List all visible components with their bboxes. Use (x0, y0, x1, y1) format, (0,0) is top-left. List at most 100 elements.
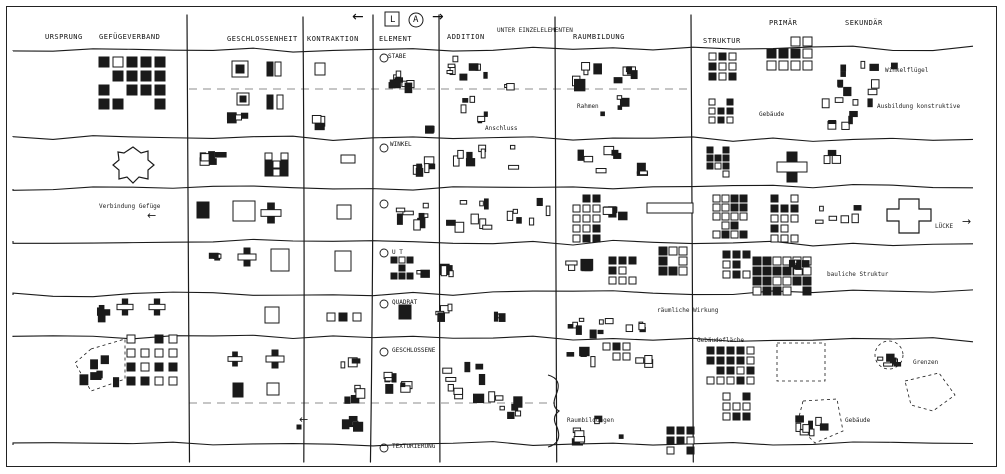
sketch-block (582, 63, 590, 71)
note-row3-left: Verbindung Gefüge (99, 203, 160, 210)
sketch-block (155, 349, 163, 357)
sketch-block (414, 220, 420, 230)
sketch-block (500, 406, 504, 410)
sketch-block (470, 96, 475, 102)
sketch-block (603, 343, 610, 350)
sketch-block (791, 61, 800, 70)
sketch-block (743, 413, 750, 420)
sketch-block (771, 235, 778, 242)
sketch-block (155, 57, 165, 67)
sketch-block (753, 287, 761, 295)
star-outline (113, 147, 154, 183)
sketch-block (733, 403, 740, 410)
sketch-block (781, 205, 788, 212)
sketch-block (617, 96, 621, 100)
sketch-block (483, 225, 492, 229)
header-gefuegeverband: GEFÜGEVERBAND (99, 33, 160, 41)
sketch-block (727, 117, 733, 123)
sketch-block (613, 343, 620, 350)
note-row6-2: Grenzen (913, 359, 938, 366)
sketch-block (155, 335, 163, 343)
sketch-block (727, 377, 734, 384)
sketch-block (852, 214, 858, 223)
sketch-block (631, 71, 637, 79)
sketch-block (707, 147, 713, 153)
sketch-block (723, 393, 730, 400)
sketch-block (593, 235, 600, 242)
sketch-block (771, 225, 778, 232)
sketch-block (281, 169, 288, 176)
sketch-block (515, 411, 520, 416)
sketch-block (141, 71, 151, 81)
sketch-block (779, 61, 788, 70)
sketch-block (117, 304, 133, 309)
row-label-6: GESCHLOSSENE (392, 347, 435, 354)
sketch-block (718, 108, 724, 114)
sketch-block (599, 320, 603, 324)
sketch-block (731, 204, 738, 211)
top-mark-a: A (413, 15, 419, 25)
sketch-block (593, 205, 600, 212)
sketch-block (713, 213, 720, 220)
sketch-block (507, 211, 512, 220)
note-struktur-2: Ausbildung konstruktive (877, 103, 960, 110)
sketch-block (729, 63, 736, 70)
sketch-block (396, 71, 400, 77)
sketch-block (401, 383, 405, 387)
sketch-block (389, 83, 395, 88)
sketch-block (265, 153, 272, 160)
sketch-block (479, 374, 484, 384)
sketch-block (709, 63, 716, 70)
sketch-block (429, 164, 435, 169)
sketch-block (731, 213, 738, 220)
row-number-circle (380, 144, 388, 152)
sketch-block (169, 377, 177, 385)
sketch-block (619, 212, 627, 220)
sketch-block (763, 267, 771, 275)
sketch-block (841, 72, 846, 76)
sketch-block (513, 209, 517, 213)
sketch-block (810, 429, 814, 436)
sketch-block (113, 99, 123, 109)
sketch-block (871, 80, 879, 88)
sketch-block (598, 330, 603, 333)
sketch-block (828, 150, 836, 155)
sketch-block (460, 74, 467, 80)
sketch-block (113, 378, 118, 387)
sketch-block (354, 422, 363, 431)
sketch-block (802, 261, 809, 267)
sketch-block (733, 413, 740, 420)
row-label-1: STABE (388, 53, 406, 60)
sketch-block (407, 273, 413, 279)
sketch-block (455, 222, 464, 232)
row-label-7: TEXTURIERUNG (392, 443, 435, 450)
sketch-block (771, 205, 778, 212)
sketch-block (715, 155, 721, 161)
sketch-block (228, 113, 237, 122)
sketch-block (709, 53, 716, 60)
sketch-block (723, 403, 730, 410)
sketch-block (731, 222, 738, 229)
sketch-block (609, 267, 616, 274)
sketch-block (447, 71, 453, 74)
sketch-block (722, 204, 729, 211)
header-struktur: STRUKTUR (703, 37, 741, 45)
sketch-block (233, 201, 255, 221)
sketch-block (578, 150, 583, 160)
sketch-block (569, 265, 575, 271)
sketch-block (747, 347, 754, 354)
sketch-block (829, 120, 836, 123)
sketch-block (584, 156, 593, 161)
sketch-block (141, 349, 149, 357)
sketch-block (733, 251, 740, 258)
sketch-block (723, 251, 730, 258)
sketch-block (854, 206, 861, 211)
sketch-block (127, 377, 135, 385)
sketch-block (473, 394, 483, 402)
sketch-block (783, 287, 791, 295)
note-raum: Rahmen (577, 103, 599, 110)
sketch-block (822, 99, 829, 108)
sketch-block (127, 363, 135, 371)
dashed-pentagon (905, 373, 955, 411)
sketch-block (743, 393, 750, 400)
